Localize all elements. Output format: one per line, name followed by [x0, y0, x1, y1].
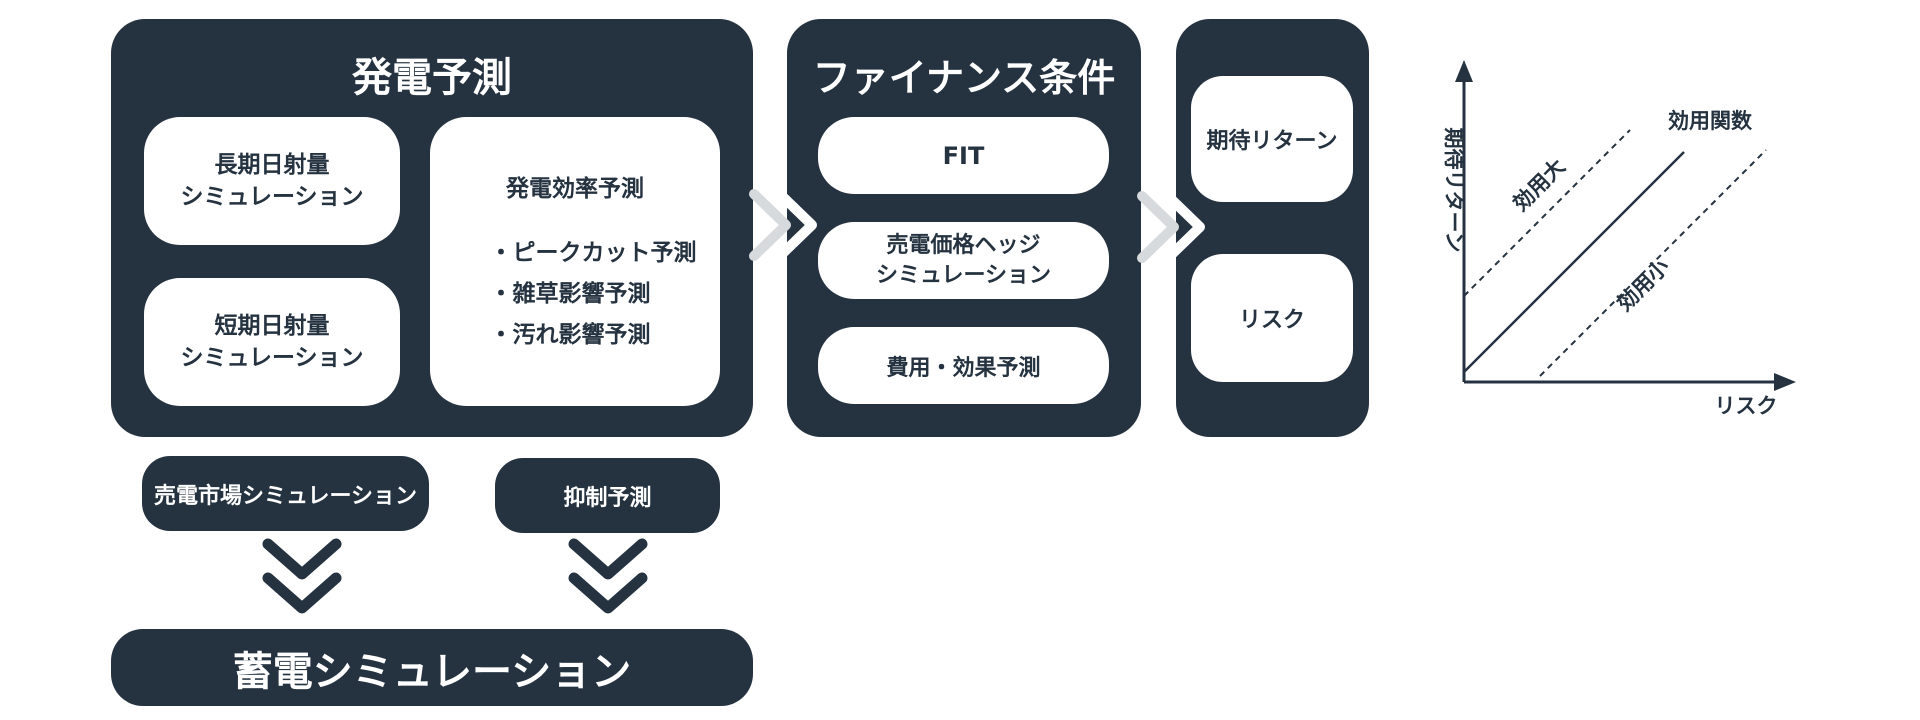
chevron-right-icon: [713, 189, 817, 261]
efficiency-forecast-title: 発電効率予測: [506, 176, 644, 202]
chevron-down-icon: [568, 538, 648, 614]
risk-card[interactable]: リスク: [1191, 254, 1353, 382]
expected-return-label: 期待リターン: [1206, 129, 1338, 154]
hedge-simulation-card[interactable]: 売電価格ヘッジ シミュレーション: [818, 222, 1109, 299]
power-market-simulation-pill[interactable]: 売電市場シミュレーション: [142, 456, 429, 531]
utility-function-line: [1463, 151, 1685, 373]
low-utility-label: 効用小: [1612, 254, 1674, 316]
low-utility-line: [1539, 149, 1767, 377]
cost-effect-label: 費用・効果予測: [886, 355, 1041, 381]
expected-return-card[interactable]: 期待リターン: [1191, 76, 1353, 202]
efficiency-forecast-list: ・ピークカット予測 ・雑草影響予測 ・汚れ影響予測: [490, 233, 697, 356]
high-utility-line: [1463, 129, 1631, 297]
weed-impact-forecast-item: ・雑草影響予測: [489, 281, 651, 307]
risk-label: リスク: [1238, 308, 1305, 333]
long-term-irradiance-line-1: 長期日射量: [214, 152, 330, 178]
curtailment-forecast-pill[interactable]: 抑制予測: [495, 458, 720, 533]
short-term-irradiance-line-1: 短期日射量: [214, 313, 330, 339]
hedge-simulation-line-1: 売電価格ヘッジ: [886, 232, 1041, 258]
generation-forecast-title: 発電予測: [352, 55, 512, 101]
x-axis-label: リスク: [1715, 394, 1778, 418]
chevron-right-icon: [1100, 191, 1205, 263]
short-term-irradiance-line-2: シミュレーション: [180, 345, 364, 371]
long-term-irradiance-line-2: シミュレーション: [180, 184, 364, 210]
curtailment-forecast-label: 抑制予測: [563, 485, 652, 511]
fit-label: FIT: [942, 141, 985, 170]
soiling-impact-forecast-item: ・汚れ影響予測: [489, 322, 651, 348]
chevron-down-icon: [262, 538, 342, 614]
short-term-irradiance-card[interactable]: 短期日射量 シミュレーション: [144, 278, 400, 406]
y-axis-arrow-icon: [1455, 60, 1473, 82]
hedge-simulation-line-2: シミュレーション: [875, 262, 1052, 288]
peak-cut-forecast-item: ・ピークカット予測: [489, 240, 697, 266]
long-term-irradiance-card[interactable]: 長期日射量 シミュレーション: [144, 117, 400, 245]
cost-effect-card[interactable]: 費用・効果予測: [818, 327, 1109, 404]
finance-conditions-title: ファイナンス条件: [812, 56, 1116, 100]
utility-function-chart: 期待リターン リスク 効用関数 効用大 効用小: [1442, 60, 1796, 418]
fit-card[interactable]: FIT: [818, 117, 1109, 194]
high-utility-label: 効用大: [1508, 154, 1570, 216]
y-axis-label: 期待リターン: [1442, 128, 1466, 253]
x-axis-arrow-icon: [1774, 373, 1796, 391]
storage-simulation-label: 蓄電シミュレーション: [232, 648, 632, 695]
storage-simulation-bar[interactable]: 蓄電シミュレーション: [111, 629, 753, 706]
efficiency-forecast-card[interactable]: 発電効率予測 ・ピークカット予測 ・雑草影響予測 ・汚れ影響予測: [430, 117, 720, 406]
utility-function-label: 効用関数: [1668, 109, 1753, 133]
power-market-simulation-label: 売電市場シミュレーション: [153, 483, 418, 509]
